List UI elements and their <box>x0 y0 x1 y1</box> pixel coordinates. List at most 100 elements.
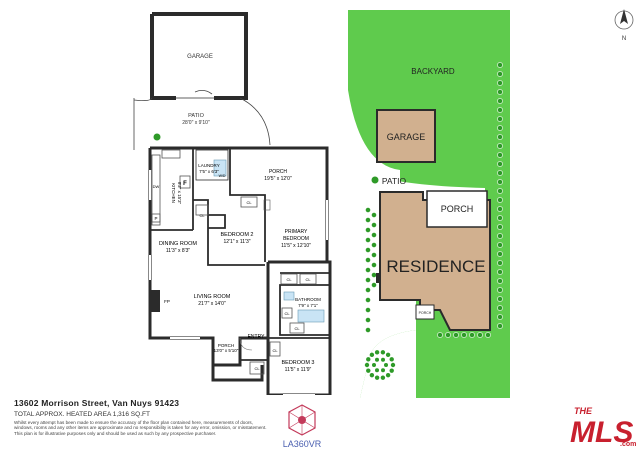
fireplace-label: FP <box>164 299 170 304</box>
tree-canopy-dot <box>374 350 380 355</box>
site-porch <box>426 190 488 228</box>
hedge-shrub <box>497 323 503 329</box>
primary-closet-2-label: CL <box>305 277 311 282</box>
hedge-shrub <box>365 227 371 233</box>
hedge-shrub <box>497 152 503 158</box>
site-plan: GARAGE PORCH RESIDENCE PORCH PATIO BACKY… <box>348 10 510 398</box>
hedge-shrub <box>371 212 377 218</box>
hall-closet-1 <box>281 307 293 319</box>
rear-porch-label: PORCH <box>269 169 287 175</box>
hedge-shrub <box>497 143 503 149</box>
bedroom2-small-closet <box>263 199 271 211</box>
disclaimer: Whilst every attempt has been made to en… <box>14 420 344 436</box>
hedge-shrub <box>497 134 503 140</box>
hedge-shrub <box>371 242 377 248</box>
hedge-shrub <box>371 232 377 238</box>
primary-bedroom-label-line1: PRIMARY <box>285 229 308 235</box>
laundry-dimensions: 7'5" x 6'3" <box>199 169 219 174</box>
hedge-shrub <box>497 197 503 203</box>
mls-logo: THE MLS .com <box>570 406 636 449</box>
plan-caption: 13602 Morrison Street, Van Nuys 91423 TO… <box>14 398 344 436</box>
entry-closet-label: CL <box>254 366 260 371</box>
hall-closet-2-label: CL <box>294 326 300 331</box>
hedge-shrub <box>453 332 459 338</box>
hedge-shrub <box>365 297 371 303</box>
mls-text: MLS <box>570 416 633 449</box>
bedroom2-closet <box>240 196 258 208</box>
bathroom-tub <box>297 309 325 323</box>
la360vr-logo: LA360VR <box>283 404 322 449</box>
windows <box>148 170 329 395</box>
hedge-shrub <box>445 332 451 338</box>
primary-bedroom-label-line2: BEDROOM <box>283 236 309 242</box>
bathroom-label: BATHROOM <box>295 297 321 302</box>
hedge-shrub <box>371 282 377 288</box>
bedroom2-dimensions: 12'1" x 11'3" <box>223 239 250 245</box>
site-small-porch <box>415 304 435 320</box>
primary-closet-1 <box>280 273 298 285</box>
hedge-shrub <box>497 278 503 284</box>
hedge-shrub <box>497 242 503 248</box>
laundry-label: LAUNDRY <box>198 163 219 168</box>
bedroom3-label: BEDROOM 3 <box>281 360 314 366</box>
tree-canopy-dot <box>380 350 386 355</box>
laundry-room <box>195 149 229 181</box>
hedge-shrub <box>365 317 371 323</box>
fridge <box>179 175 191 189</box>
bathroom-dimensions: 7'9" x 7'1" <box>298 303 318 308</box>
hedge-shrub <box>497 161 503 167</box>
hedge-shrub <box>497 188 503 194</box>
hedge-shrub <box>497 215 503 221</box>
tree-canopy-dot <box>375 357 379 362</box>
hedge-shrub <box>365 307 371 313</box>
hedge-shrub <box>497 251 503 257</box>
dining-room-label: DINING ROOM <box>159 241 197 247</box>
hedge-shrub <box>497 305 503 311</box>
laundry-closet-label: CL <box>199 213 205 218</box>
entry-label: ENTRY <box>248 334 266 340</box>
tree-canopy-dot <box>364 362 370 368</box>
primary-bedroom-dimensions: 11'5" x 12'10" <box>281 243 311 249</box>
hedge-shrub <box>497 296 503 302</box>
hedge-shrub <box>497 170 503 176</box>
hedge-shrub <box>497 179 503 185</box>
entry-door-swing <box>239 337 253 351</box>
tree-canopy-dot <box>385 372 391 378</box>
la360vr-text: LA360VR <box>283 439 322 449</box>
hedge-shrub <box>365 237 371 243</box>
hedge-shrub <box>365 207 371 213</box>
mls-the-text: THE <box>574 406 593 416</box>
kitchen-label: KITCHEN <box>171 183 176 203</box>
tree-canopy-dot <box>389 368 394 373</box>
entry-closet <box>249 361 265 375</box>
hedge-shrub <box>485 332 491 338</box>
site-residence-label: RESIDENCE <box>386 257 485 276</box>
patio-area <box>133 90 271 150</box>
hedge-shrub <box>497 233 503 239</box>
site-garage <box>376 109 436 163</box>
hedge-shrub <box>365 217 371 223</box>
kitchen-dimensions: 8'2" x 15'3" <box>177 182 182 205</box>
front-porch-dimensions: 13'0" x 5'10" <box>214 348 239 353</box>
hedge-shrub <box>497 314 503 320</box>
hedge-shrub <box>371 252 377 258</box>
hedge-shrub <box>365 257 371 263</box>
pantry-label: P <box>154 216 157 221</box>
disclaimer-line: Whilst every attempt has been made to en… <box>14 420 254 425</box>
site-small-porch-label: PORCH <box>419 311 432 315</box>
tree-canopy-dot <box>374 375 380 380</box>
hedge-shrub <box>365 287 371 293</box>
hedge-shrub <box>497 224 503 230</box>
laundry-fixture <box>213 159 227 177</box>
hedge-shrub <box>497 62 503 68</box>
hedge-shrub <box>497 206 503 212</box>
property-address: 13602 Morrison Street, Van Nuys 91423 <box>14 398 180 408</box>
hedge-shrub <box>497 71 503 77</box>
hedge-shrub <box>469 332 475 338</box>
primary-closet-1-label: CL <box>286 277 292 282</box>
tree-canopy-dot <box>380 375 386 380</box>
garage-label: GARAGE <box>187 54 213 60</box>
site-porch-label: PORCH <box>441 204 474 214</box>
hall-closet-2 <box>289 322 305 334</box>
bedroom2-closet-label: CL <box>246 200 252 205</box>
